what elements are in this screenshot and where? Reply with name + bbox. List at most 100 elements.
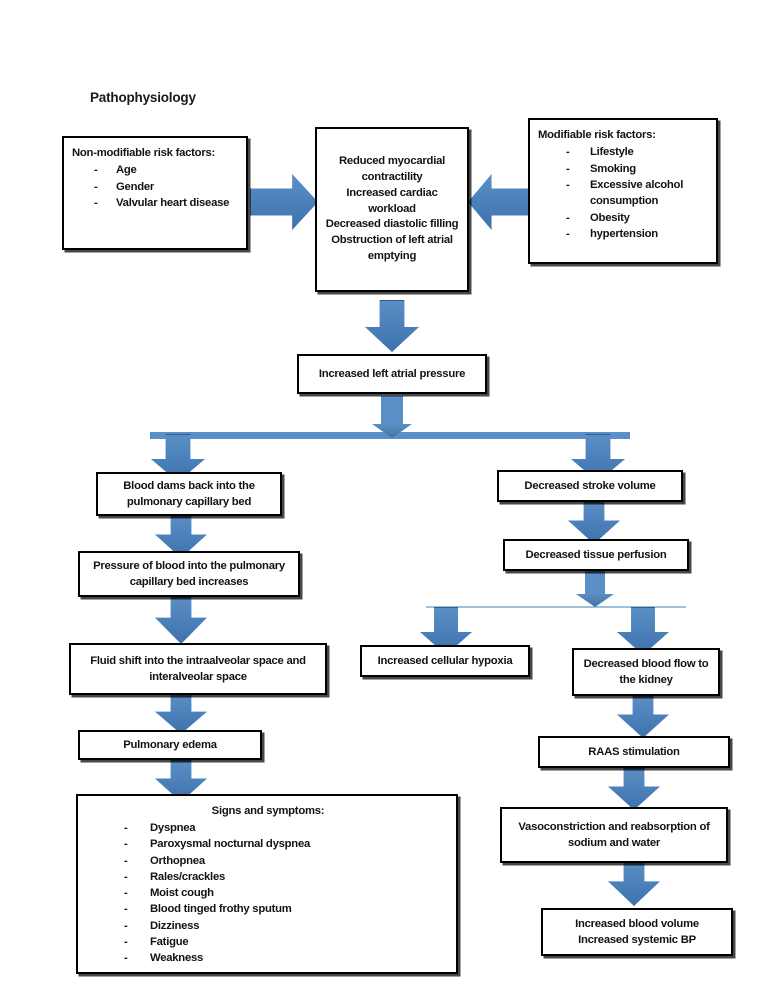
dash-marker: - [566, 179, 570, 191]
list-item: - Dizziness [86, 918, 450, 934]
decreased-blood-flow-kidney-label: Decreased blood flow to the kidney [583, 657, 709, 686]
list-item-label: Obesity [590, 211, 630, 224]
modifiable-heading: Modifiable risk factors: [538, 129, 656, 141]
node-non-modifiable-risk-factors: Non-modifiable risk factors: - Age - Gende… [62, 136, 248, 250]
node-central-effects: Reduced myocardial contractility Increas… [315, 127, 469, 292]
node-vasoconstriction: Vasoconstriction and reabsorption of sod… [500, 807, 728, 863]
dash-marker: - [566, 211, 570, 224]
chevron-down-split [372, 424, 412, 438]
central-effects-line-1: Reduced myocardial contractility [339, 155, 445, 183]
list-item-label: Dyspnea [150, 822, 196, 835]
central-effects-line-3: Decreased diastolic filling [325, 218, 459, 231]
arrow-down-central-to-la-pressure [365, 300, 419, 352]
node-increased-blood-volume-bp: Increased blood volume Increased systemi… [541, 908, 733, 956]
list-item: - Dyspnea [86, 820, 450, 836]
list-item-label: Lifestyle [590, 146, 634, 159]
dash-marker: - [94, 197, 98, 209]
node-modifiable-risk-factors: Modifiable risk factors: - Lifestyle -Smo… [528, 118, 718, 264]
dash-marker: - [124, 952, 128, 965]
list-item-label: Gender [116, 180, 155, 193]
raas-stimulation-label: RAAS stimulation [588, 745, 680, 758]
increased-left-atrial-pressure-label: Increased left atrial pressure [318, 367, 466, 380]
non-modifiable-heading: Non-modifiable risk factors: [72, 147, 216, 159]
dash-marker: - [94, 164, 98, 177]
node-blood-dams: Blood dams back into the pulmonary capil… [96, 472, 282, 516]
arrow-down-kidney-to-raas [617, 696, 669, 738]
arrow-down-stroke-volume-to-perfusion [568, 502, 620, 544]
list-item-label: Weakness [150, 952, 204, 965]
node-pulmonary-edema: Pulmonary edema [78, 730, 262, 760]
list-item-label: Moist cough [150, 887, 214, 900]
list-item: - Orthopnea [86, 853, 450, 869]
arrow-right-non-modifiable-to-central [250, 174, 318, 230]
node-decreased-stroke-volume: Decreased stroke volume [497, 470, 683, 502]
arrow-left-modifiable-to-central [468, 174, 530, 230]
list-item: - Age [72, 162, 240, 178]
list-item: - Excessive alcohol consumption [538, 177, 710, 210]
signs-symptoms-heading: Signs and symptoms: [211, 805, 325, 817]
connector-second-split-line [426, 606, 686, 608]
dash-marker: - [566, 228, 570, 241]
list-item: - Obesity [538, 210, 710, 226]
increased-blood-volume-line-2: Increased systemic BP [578, 934, 696, 946]
dash-marker: - [124, 822, 128, 835]
modifiable-list: - Lifestyle -Smoking - Excessive alcohol c… [538, 144, 710, 243]
pulmonary-edema-label: Pulmonary edema [123, 738, 217, 751]
increased-cellular-hypoxia-label: Increased cellular hypoxia [377, 654, 513, 667]
list-item: - Weakness [86, 950, 450, 966]
list-item-label: Dizziness [150, 919, 200, 932]
list-item: - hypertension [538, 226, 710, 242]
arrow-down-vasoconstriction-to-volume [608, 862, 660, 906]
node-increased-cellular-hypoxia: Increased cellular hypoxia [360, 645, 530, 677]
dash-marker: - [124, 870, 128, 883]
blood-dams-label: Blood dams back into the pulmonary capil… [123, 479, 255, 508]
diagram-title: Pathophysiology [90, 90, 196, 105]
decreased-stroke-volume-label: Decreased stroke volume [524, 479, 656, 492]
node-decreased-tissue-perfusion: Decreased tissue perfusion [503, 539, 689, 571]
dash-marker: - [566, 146, 570, 159]
list-item-label: Fatigue [150, 935, 189, 948]
fluid-shift-label: Fluid shift into the intraalveolar space… [90, 654, 306, 683]
dash-marker: - [94, 180, 98, 193]
list-item-label: Valvular heart disease [116, 197, 230, 209]
list-item-label: Age [116, 164, 137, 177]
pressure-increases-label: Pressure of blood into the pulmonary cap… [93, 559, 285, 588]
list-item-label: Blood tinged frothy sputum [150, 903, 292, 916]
list-item-label: Orthopnea [150, 854, 205, 867]
signs-symptoms-list: - Dyspnea -Paroxysmal nocturnal dyspnea -… [86, 820, 450, 966]
list-item: -Smoking [538, 161, 710, 177]
vasoconstriction-label: Vasoconstriction and reabsorption of sod… [518, 820, 710, 849]
increased-blood-volume-line-1: Increased blood volume [575, 917, 699, 930]
arrow-down-fluid-shift-to-edema [155, 694, 207, 734]
list-item: -Paroxysmal nocturnal dyspnea [86, 836, 450, 852]
node-pressure-increases: Pressure of blood into the pulmonary cap… [78, 551, 300, 597]
connector-stem-la-pressure [381, 396, 403, 430]
list-item: - Moist cough [86, 885, 450, 901]
node-fluid-shift: Fluid shift into the intraalveolar space… [69, 643, 327, 695]
node-increased-left-atrial-pressure: Increased left atrial pressure [297, 354, 487, 394]
dash-marker: - [566, 162, 570, 175]
node-raas-stimulation: RAAS stimulation [538, 736, 730, 768]
list-item-label: hypertension [590, 228, 658, 241]
list-item: - Valvular heart disease [72, 195, 240, 211]
central-effects-line-2: Increased cardiac workload [346, 186, 438, 215]
decreased-tissue-perfusion-label: Decreased tissue perfusion [525, 548, 667, 561]
arrow-down-raas-to-vasoconstriction [608, 768, 660, 810]
node-decreased-blood-flow-kidney: Decreased blood flow to the kidney [572, 648, 720, 696]
list-item-label: Excessive alcohol consumption [590, 179, 684, 208]
dash-marker: - [124, 903, 128, 916]
dash-marker: - [124, 854, 128, 867]
dash-marker: - [124, 935, 128, 948]
dash-marker: - [124, 919, 128, 932]
list-item: - Fatigue [86, 934, 450, 950]
non-modifiable-list: - Age - Gender - Valvular heart disease [72, 162, 240, 211]
list-item-label: Rales/crackles [150, 870, 226, 883]
central-effects-line-4: Obstruction of left atrial emptying [331, 234, 453, 263]
connector-stem-tissue-perfusion [585, 571, 605, 599]
dash-marker: - [124, 887, 128, 900]
dash-marker: - [124, 838, 128, 851]
list-item: - Gender [72, 179, 240, 195]
list-item: - Blood tinged frothy sputum [86, 901, 450, 917]
arrow-down-pressure-to-fluid-shift [155, 597, 207, 644]
